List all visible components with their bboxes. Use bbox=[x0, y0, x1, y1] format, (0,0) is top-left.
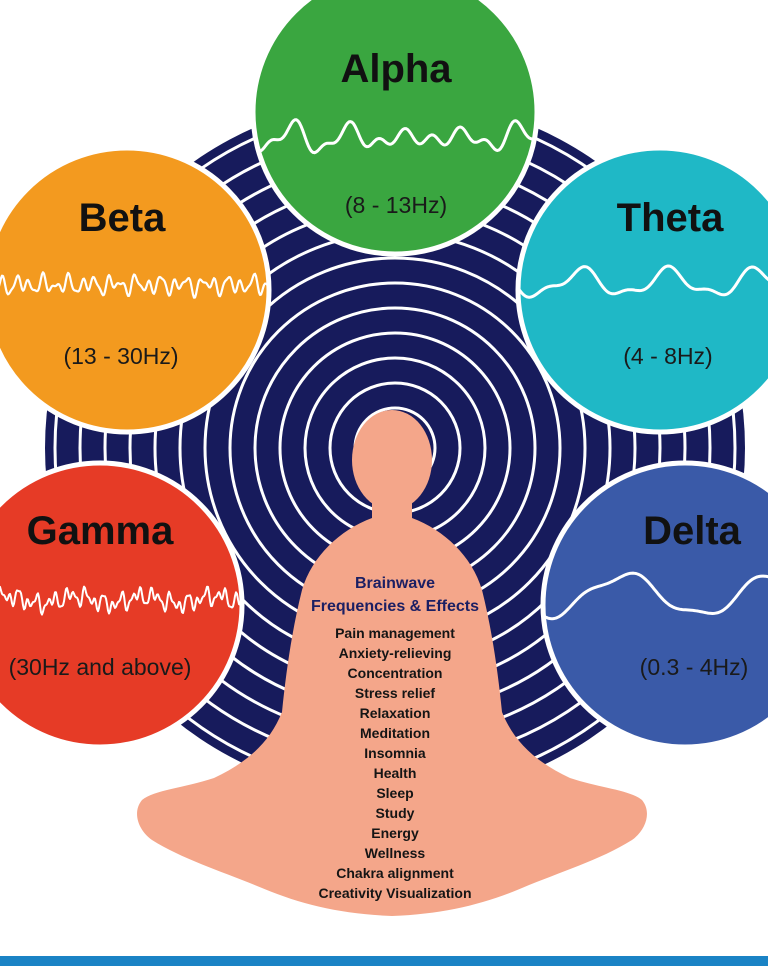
effect-item: Insomnia bbox=[364, 745, 426, 761]
delta-range: (0.3 - 4Hz) bbox=[640, 654, 749, 680]
panel-heading-line1: Brainwave bbox=[355, 575, 435, 592]
effect-item: Concentration bbox=[348, 665, 443, 681]
effect-item: Stress relief bbox=[355, 685, 435, 701]
silhouette-body bbox=[137, 500, 647, 916]
theta-wave-icon bbox=[518, 264, 768, 299]
effect-item: Chakra alignment bbox=[336, 865, 454, 881]
effect-item: Study bbox=[376, 805, 415, 821]
alpha-wave-icon bbox=[253, 118, 537, 155]
beta-range: (13 - 30Hz) bbox=[63, 343, 178, 369]
effect-item: Health bbox=[374, 765, 417, 781]
gamma-circle bbox=[0, 460, 245, 750]
theta-range: (4 - 8Hz) bbox=[623, 343, 712, 369]
theta-wave-card: Theta (4 - 8Hz) bbox=[515, 145, 768, 435]
effect-item: Creativity Visualization bbox=[318, 885, 471, 901]
effect-item: Pain management bbox=[335, 625, 455, 641]
beta-wave-icon bbox=[0, 271, 269, 299]
alpha-wave-card: Alpha (8 - 13Hz) bbox=[250, 0, 540, 257]
delta-wave-icon bbox=[543, 571, 768, 621]
gamma-wave-card: Gamma (30Hz and above) bbox=[0, 460, 245, 750]
alpha-circle bbox=[250, 0, 540, 257]
panel-heading-line2: Frequencies & Effects bbox=[311, 598, 479, 615]
delta-circle bbox=[540, 460, 768, 750]
bottom-accent-bar bbox=[0, 956, 768, 966]
effect-item: Wellness bbox=[365, 845, 426, 861]
theta-title: Theta bbox=[617, 196, 724, 240]
effect-item: Anxiety-relieving bbox=[339, 645, 452, 661]
gamma-title: Gamma bbox=[27, 509, 174, 553]
silhouette-head bbox=[352, 410, 432, 510]
beta-title: Beta bbox=[79, 196, 166, 240]
effect-item: Meditation bbox=[360, 725, 430, 741]
meditating-person-silhouette bbox=[137, 410, 647, 916]
effect-item: Relaxation bbox=[360, 705, 431, 721]
delta-wave-card: Delta (0.3 - 4Hz) bbox=[540, 460, 768, 750]
effect-item: Sleep bbox=[376, 785, 413, 801]
alpha-title: Alpha bbox=[340, 47, 452, 91]
beta-wave-card: Beta (13 - 30Hz) bbox=[0, 145, 272, 435]
effects-panel: Brainwave Frequencies & Effects Pain man… bbox=[311, 575, 479, 901]
effects-list: Pain managementAnxiety-relievingConcentr… bbox=[318, 625, 471, 901]
gamma-wave-icon bbox=[0, 585, 242, 616]
effect-item: Energy bbox=[371, 825, 419, 841]
alpha-range: (8 - 13Hz) bbox=[345, 192, 447, 218]
delta-title: Delta bbox=[643, 509, 742, 553]
beta-circle bbox=[0, 145, 272, 435]
gamma-range: (30Hz and above) bbox=[9, 654, 192, 680]
